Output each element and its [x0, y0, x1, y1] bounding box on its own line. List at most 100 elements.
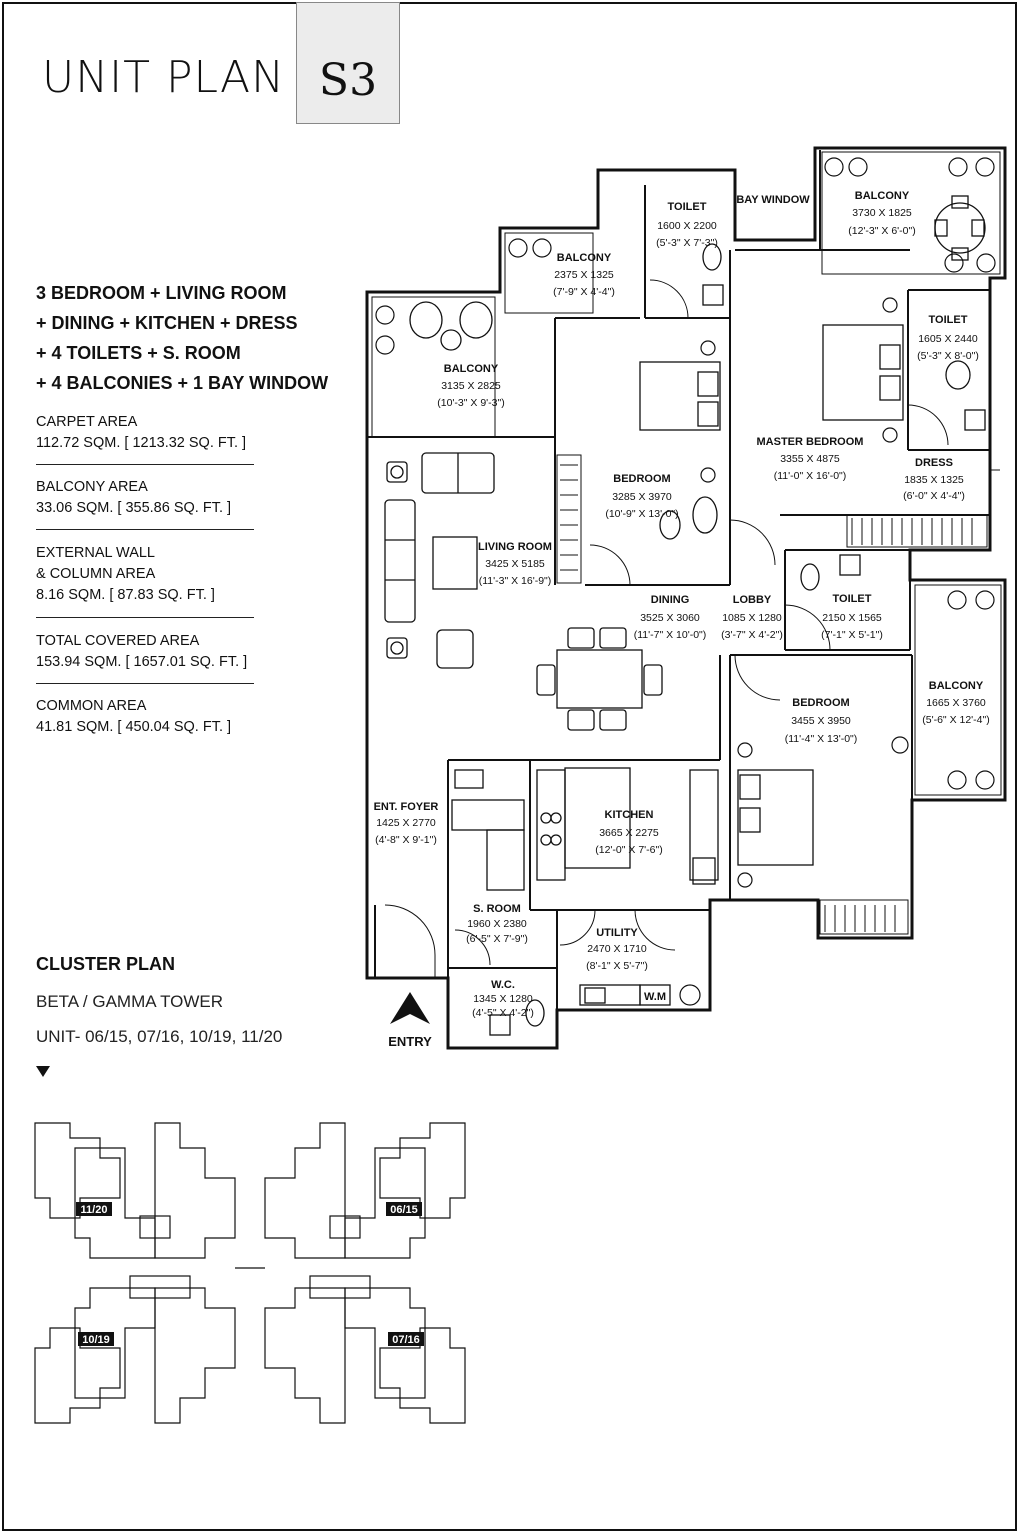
cluster-plan: 11/20 06/15 10/19 07/16	[34, 1122, 466, 1424]
room-name: UTILITY	[596, 927, 638, 939]
divider	[36, 529, 254, 530]
room-dim-ft: (4'-8" X 9'-1")	[375, 834, 437, 846]
room-dim-ft: (4'-5" X 4'-2")	[472, 1007, 534, 1019]
area-external-wall: EXTERNAL WALL & COLUMN AREA 8.16 SQM. [ …	[36, 543, 254, 618]
room-name: BALCONY	[855, 190, 910, 202]
room-name: BEDROOM	[613, 473, 670, 485]
room-name: W.C.	[491, 979, 515, 991]
cluster-tag-07-16: 07/16	[388, 1332, 424, 1346]
room-name: BAY WINDOW	[736, 194, 810, 206]
configuration-line: + 4 TOILETS + S. ROOM	[36, 343, 241, 363]
area-label: TOTAL COVERED AREA	[36, 633, 200, 649]
room-dim-mm: 3730 X 1825	[852, 207, 912, 219]
room-master-bedroom: MASTER BEDROOM 3355 X 4875 (11'-0" X 16'…	[757, 436, 864, 482]
room-dim-mm: 1605 X 2440	[918, 333, 978, 345]
cluster-tag-10-19: 10/19	[78, 1332, 114, 1346]
room-dim-mm: 1600 X 2200	[657, 220, 717, 232]
configuration-line: + 4 BALCONIES + 1 BAY WINDOW	[36, 373, 329, 393]
room-dim-ft: (3'-7" X 4'-2")	[721, 629, 783, 641]
room-name: TOILET	[929, 314, 968, 326]
room-dim-ft: (11'-7" X 10'-0")	[634, 629, 707, 641]
area-value: 33.06 SQM. [ 355.86 SQ. FT. ]	[36, 500, 232, 516]
room-name: BALCONY	[444, 363, 499, 375]
area-label: & COLUMN AREA	[36, 566, 156, 582]
unit-code: S3	[318, 55, 378, 106]
room-name: TOILET	[668, 201, 707, 213]
room-dim-ft: (6'-0" X 4'-4")	[903, 490, 965, 502]
unit-code-box: S3	[296, 2, 400, 124]
page-title: UNIT PLAN	[42, 52, 286, 103]
room-dim-ft: (10'-9" X 13'-0")	[605, 508, 678, 520]
room-bedroom-1: BEDROOM 3285 X 3970 (10'-9" X 13'-0")	[605, 473, 678, 520]
area-carpet: CARPET AREA 112.72 SQM. [ 1213.32 SQ. FT…	[36, 412, 254, 465]
room-dim-mm: 3455 X 3950	[791, 715, 851, 727]
room-dim-mm: 1345 X 1280	[473, 993, 533, 1005]
room-dim-ft: (5'-3" X 7'-3")	[656, 237, 718, 249]
fixture-wm: W.M	[644, 991, 666, 1003]
unit-floor-plan: ENTRY W.M TOILET 1600 X 2200 (5'-3" X 7'…	[365, 146, 1007, 1050]
room-dim-mm: 1960 X 2380	[467, 918, 527, 930]
area-label: BALCONY AREA	[36, 479, 148, 495]
room-balcony-3: BALCONY 3135 X 2825 (10'-3" X 9'-3")	[437, 363, 505, 409]
configuration-line: + DINING + KITCHEN + DRESS	[36, 313, 298, 333]
area-label: EXTERNAL WALL	[36, 545, 155, 561]
cluster-tag-text: 07/16	[392, 1334, 420, 1346]
room-name: MASTER BEDROOM	[757, 436, 864, 448]
room-dim-ft: (11'-4" X 13'-0")	[785, 733, 858, 745]
area-value: 112.72 SQM. [ 1213.32 SQ. FT. ]	[36, 435, 247, 451]
room-name: LIVING ROOM	[478, 541, 552, 553]
room-dim-ft: (5'-6" X 12'-4")	[922, 714, 990, 726]
room-name: BEDROOM	[792, 697, 849, 709]
area-value: 153.94 SQM. [ 1657.01 SQ. FT. ]	[36, 654, 248, 670]
room-dim-ft: (7'-9" X 4'-4")	[553, 286, 615, 298]
room-dim-ft: (10'-3" X 9'-3")	[437, 397, 505, 409]
room-dim-mm: 3525 X 3060	[640, 612, 700, 624]
room-lobby: LOBBY 1085 X 1280 (3'-7" X 4'-2")	[721, 594, 783, 641]
room-wc: W.C. 1345 X 1280 (4'-5" X 4'-2")	[472, 979, 534, 1019]
room-dress: DRESS 1835 X 1325 (6'-0" X 4'-4")	[903, 457, 965, 502]
room-name: DRESS	[915, 457, 953, 469]
room-name: ENT. FOYER	[374, 801, 439, 813]
room-bay-window: BAY WINDOW	[736, 194, 810, 206]
room-dim-mm: 3355 X 4875	[780, 453, 840, 465]
room-name: S. ROOM	[473, 903, 521, 915]
room-dim-ft: (11'-0" X 16'-0")	[774, 470, 847, 482]
area-total-covered: TOTAL COVERED AREA 153.94 SQM. [ 1657.01…	[36, 631, 254, 684]
room-kitchen: KITCHEN 3665 X 2275 (12'-0" X 7'-6")	[595, 809, 663, 856]
room-dim-ft: (8'-1" X 5'-7")	[586, 960, 648, 972]
room-dim-ft: (12'-0" X 7'-6")	[595, 844, 663, 856]
room-dim-ft: (6'-5" X 7'-9")	[466, 933, 528, 945]
room-dim-mm: 2470 X 1710	[587, 943, 647, 955]
room-name: TOILET	[833, 593, 872, 605]
room-toilet-1: TOILET 1600 X 2200 (5'-3" X 7'-3")	[656, 201, 718, 249]
room-dim-mm: 2375 X 1325	[554, 269, 614, 281]
area-label: COMMON AREA	[36, 698, 147, 714]
room-dining: DINING 3525 X 3060 (11'-7" X 10'-0")	[634, 594, 707, 641]
room-name: BALCONY	[557, 252, 612, 264]
room-bedroom-2: BEDROOM 3455 X 3950 (11'-4" X 13'-0")	[785, 697, 858, 745]
room-name: BALCONY	[929, 680, 984, 692]
room-dim-ft: (12'-3" X 6'-0")	[848, 225, 916, 237]
divider	[36, 683, 254, 684]
room-balcony-4: BALCONY 1665 X 3760 (5'-6" X 12'-4")	[922, 680, 990, 726]
room-name: KITCHEN	[605, 809, 654, 821]
room-dim-mm: 1425 X 2770	[376, 817, 436, 829]
cluster-tag-text: 06/15	[390, 1204, 418, 1216]
cluster-tower: BETA / GAMMA TOWER	[36, 992, 224, 1011]
room-dim-mm: 3425 X 5185	[485, 558, 545, 570]
room-dim-mm: 1085 X 1280	[722, 612, 782, 624]
room-dim-mm: 3665 X 2275	[599, 827, 659, 839]
room-dim-ft: (11'-3" X 16'-9")	[479, 575, 552, 587]
area-value: 41.81 SQM. [ 450.04 SQ. FT. ]	[36, 719, 232, 735]
room-name: LOBBY	[733, 594, 772, 606]
cluster-tag-11-20: 11/20	[76, 1202, 112, 1216]
room-s-room: S. ROOM 1960 X 2380 (6'-5" X 7'-9")	[466, 903, 528, 945]
area-balcony: BALCONY AREA 33.06 SQM. [ 355.86 SQ. FT.…	[36, 477, 254, 530]
room-balcony-2: BALCONY 2375 X 1325 (7'-9" X 4'-4")	[553, 252, 615, 298]
cluster-units: UNIT- 06/15, 07/16, 10/19, 11/20	[36, 1027, 283, 1046]
room-dim-mm: 1665 X 3760	[926, 697, 986, 709]
area-common: COMMON AREA 41.81 SQM. [ 450.04 SQ. FT. …	[36, 696, 254, 738]
room-dim-mm: 3135 X 2825	[441, 380, 501, 392]
room-toilet-2: TOILET 1605 X 2440 (5'-3" X 8'-0")	[917, 314, 979, 362]
room-dim-mm: 2150 X 1565	[822, 612, 882, 624]
